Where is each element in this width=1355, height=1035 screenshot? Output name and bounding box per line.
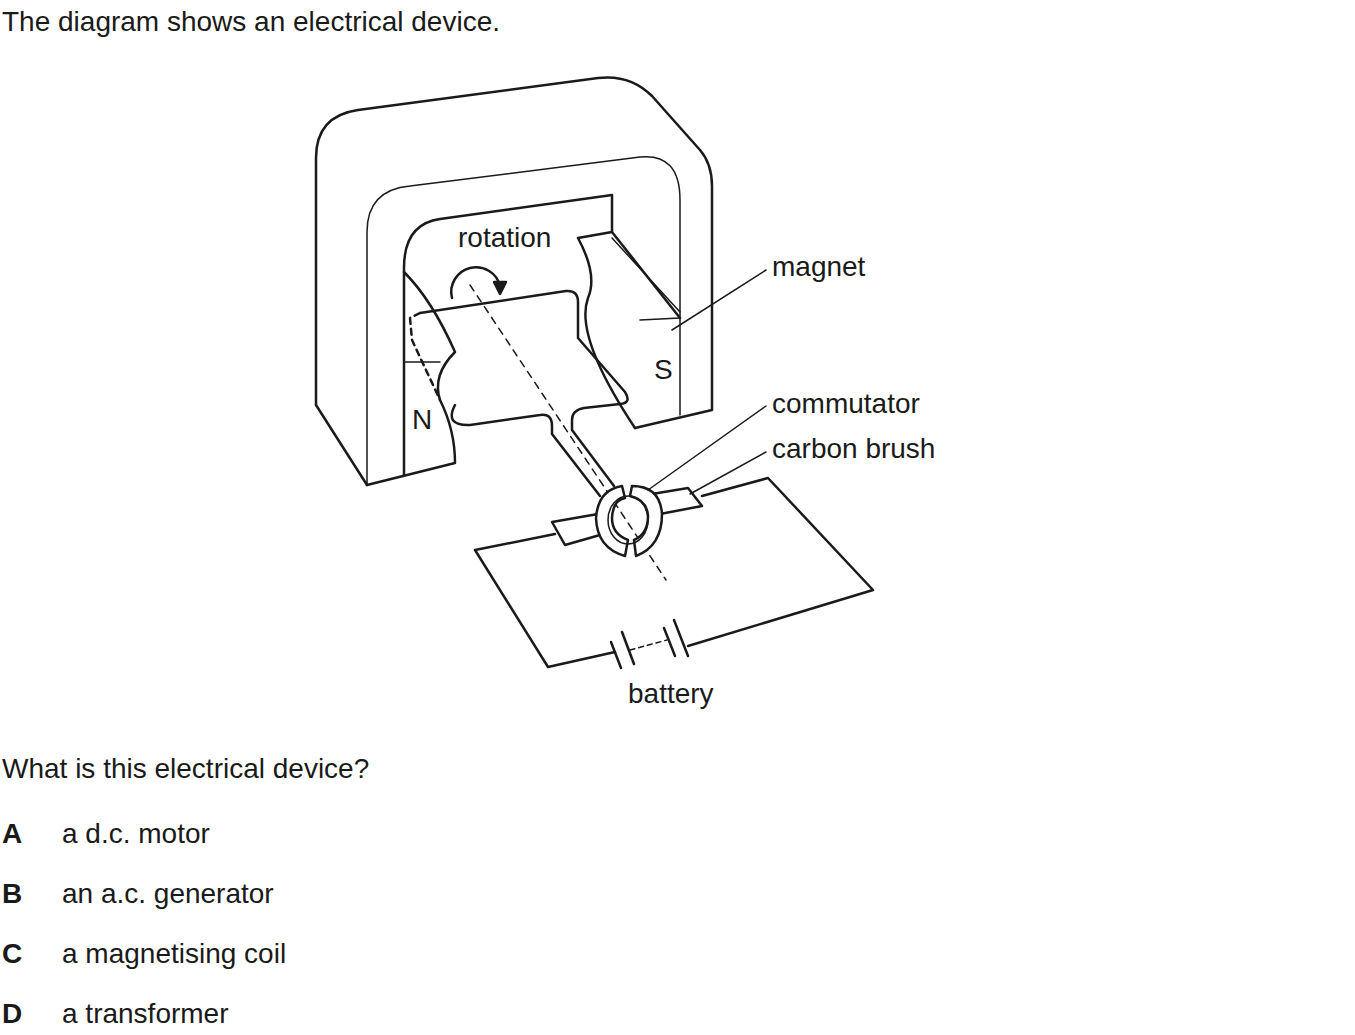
part-label: carbon brush xyxy=(772,435,935,463)
rotation-arrow xyxy=(451,267,500,298)
pole-label: S xyxy=(654,356,673,384)
battery-cell xyxy=(622,632,634,664)
heading-text: The diagram shows an electrical device. xyxy=(2,8,500,36)
coil xyxy=(452,405,600,496)
question-text: What is this electrical device? xyxy=(2,755,369,783)
magnet-edge xyxy=(316,405,367,485)
option-text: an a.c. generator xyxy=(62,880,274,908)
option-text: a transformer xyxy=(62,1000,229,1028)
n-pole xyxy=(367,272,455,485)
arrowhead xyxy=(494,282,506,294)
option-text: a magnetising coil xyxy=(62,940,286,968)
part-label: rotation xyxy=(458,224,551,252)
battery-cell xyxy=(664,628,675,656)
commutator-ring xyxy=(608,496,648,544)
part-label: commutator xyxy=(772,390,920,418)
leader-line xyxy=(672,270,766,330)
coil-hidden xyxy=(410,313,440,400)
s-pole xyxy=(578,232,680,428)
battery-cell xyxy=(611,642,621,668)
pole-label: N xyxy=(412,406,432,434)
axis-line xyxy=(470,285,666,580)
circuit-wire xyxy=(688,478,873,646)
magnet-face xyxy=(367,157,680,485)
battery-link xyxy=(630,640,667,650)
option-text: a d.c. motor xyxy=(62,820,210,848)
battery-cell xyxy=(674,620,688,656)
leader-line xyxy=(690,452,766,494)
coil xyxy=(420,291,628,486)
option-letter: A xyxy=(2,820,22,848)
option-letter: C xyxy=(2,940,22,968)
circuit-wire xyxy=(475,534,615,667)
magnet-outline xyxy=(316,77,712,428)
leader-line xyxy=(648,406,766,490)
part-label: magnet xyxy=(772,253,865,281)
carbon-brush xyxy=(552,514,600,545)
commutator xyxy=(630,486,662,556)
option-letter: D xyxy=(2,1000,22,1028)
part-label: battery xyxy=(628,680,714,708)
s-pole-edge xyxy=(640,318,680,320)
option-letter: B xyxy=(2,880,22,908)
s-pole-edge xyxy=(612,238,680,312)
